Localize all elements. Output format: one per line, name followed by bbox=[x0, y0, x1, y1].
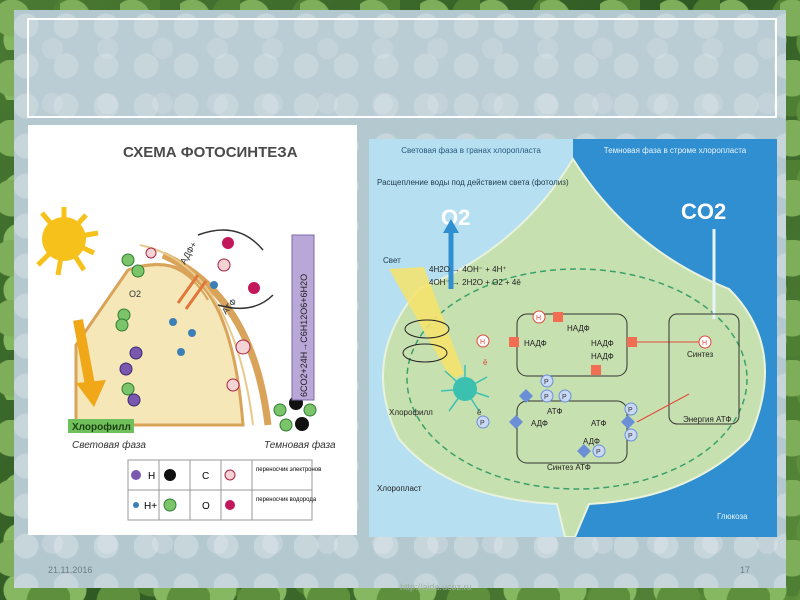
right-diagram-svg: Световая фаза в гранах хлоропласта Темно… bbox=[369, 139, 777, 538]
legend-hydrogen-carriers: переносчик водорода bbox=[256, 497, 317, 503]
nadp-label-right: НАДФ bbox=[591, 339, 614, 348]
water-molecule-1 bbox=[404, 319, 450, 339]
site-url[interactable]: http://aida.ucoz.ru bbox=[400, 582, 472, 592]
nadp-label-bottom: НАДФ bbox=[591, 352, 614, 361]
right-photosynthesis-panel: Световая фаза в гранах хлоропласта Темно… bbox=[369, 139, 777, 538]
glucose-label: Глюкоза bbox=[717, 512, 748, 521]
chloroplast-label: Хлоропласт bbox=[377, 484, 422, 493]
atp-synthesis-label: Синтез АТФ bbox=[547, 463, 591, 472]
light-beam bbox=[389, 267, 464, 379]
h-circle-3 bbox=[698, 335, 712, 349]
light-phase-header: Световая фаза в гранах хлоропласта bbox=[401, 146, 541, 155]
p-label-2: P bbox=[544, 394, 549, 401]
atp-label-right: АТФ bbox=[591, 419, 606, 428]
left-diagram-svg: СХЕМА ФОТОСИНТЕЗА bbox=[36, 144, 336, 521]
nadp-label-left: НАДФ bbox=[524, 339, 547, 348]
photolysis-eq1: 4H2O → 4OH⁻ + 4H⁺ bbox=[429, 265, 507, 274]
cell-wedge bbox=[74, 263, 245, 427]
molecules bbox=[115, 237, 317, 432]
h-circle-2 bbox=[476, 334, 490, 348]
p-label-1: P bbox=[544, 379, 549, 386]
o2-label: O2 bbox=[129, 289, 141, 299]
left-photosynthesis-panel: СХЕМА ФОТОСИНТЕЗА bbox=[28, 125, 357, 535]
energy-atp-label: Энергия АТФ bbox=[683, 415, 731, 424]
chlorophyll-molecule bbox=[440, 365, 490, 412]
slide-number: 17 bbox=[740, 565, 751, 575]
h-label-2: H bbox=[480, 339, 485, 346]
dark-phase-header: Темновая фаза в строме хлоропласта bbox=[604, 146, 747, 155]
chlorophyll-label: Хлорофилл bbox=[72, 421, 131, 433]
h-label-1: H bbox=[536, 315, 541, 322]
light-label: Свет bbox=[383, 256, 401, 265]
p-label-3: P bbox=[562, 394, 567, 401]
adp-label-left: АДФ bbox=[531, 419, 548, 428]
h-label-3: H bbox=[702, 340, 707, 347]
dark-phase-label: Темновая фаза bbox=[264, 439, 336, 451]
water-molecule-2 bbox=[402, 343, 448, 363]
electron-label-2: ē bbox=[477, 408, 482, 417]
p-label-5: P bbox=[628, 407, 633, 414]
legend: H C переносчик электронов H+ O переносчи… bbox=[127, 459, 321, 521]
photolysis-eq2: 4OH⁻ → 2H2O + O2 + 4ē bbox=[429, 278, 521, 287]
p-label-7: P bbox=[596, 449, 601, 456]
chlorophyll-label-box bbox=[68, 419, 134, 433]
legend-h-plus: H+ bbox=[144, 501, 157, 512]
legend-h: H bbox=[148, 471, 155, 482]
adp-label-bottom: АДФ bbox=[583, 437, 600, 446]
p-label-4: P bbox=[480, 420, 485, 427]
equation-box bbox=[291, 234, 315, 401]
legend-c: C bbox=[202, 471, 209, 482]
sun-icon bbox=[36, 207, 99, 276]
photolysis-label: Расщепление воды под действием света (фо… bbox=[377, 178, 569, 187]
synthesis-label: Синтез bbox=[687, 350, 714, 359]
nadp-label-top: НАДФ bbox=[567, 324, 590, 333]
title-placeholder[interactable] bbox=[27, 18, 777, 118]
h-circle-1 bbox=[532, 310, 546, 324]
sunlight-arrow bbox=[73, 319, 95, 386]
chlorophyll-label-right: Хлорофилл bbox=[389, 408, 433, 417]
atp-label-left: АТФ bbox=[547, 407, 562, 416]
p-label-6: P bbox=[628, 433, 633, 440]
light-phase-label: Световая фаза bbox=[72, 439, 146, 451]
left-diagram-title: СХЕМА ФОТОСИНТЕЗА bbox=[123, 144, 298, 161]
legend-electron-carriers: переносчик электронов bbox=[256, 467, 321, 473]
legend-o: O bbox=[202, 501, 210, 512]
o2-output: O2 bbox=[441, 205, 470, 230]
electron-label-1: ē bbox=[483, 358, 488, 367]
slide-date: 21.11.2016 bbox=[48, 565, 93, 575]
chloroplast-outline bbox=[406, 268, 748, 490]
photosynthesis-equation: 6CO2+24H→C6H12O6+6H2O bbox=[299, 274, 309, 397]
adp-label: АДФ+ bbox=[178, 240, 199, 266]
co2-input: CO2 bbox=[681, 199, 726, 224]
synthesis-box bbox=[668, 313, 740, 425]
